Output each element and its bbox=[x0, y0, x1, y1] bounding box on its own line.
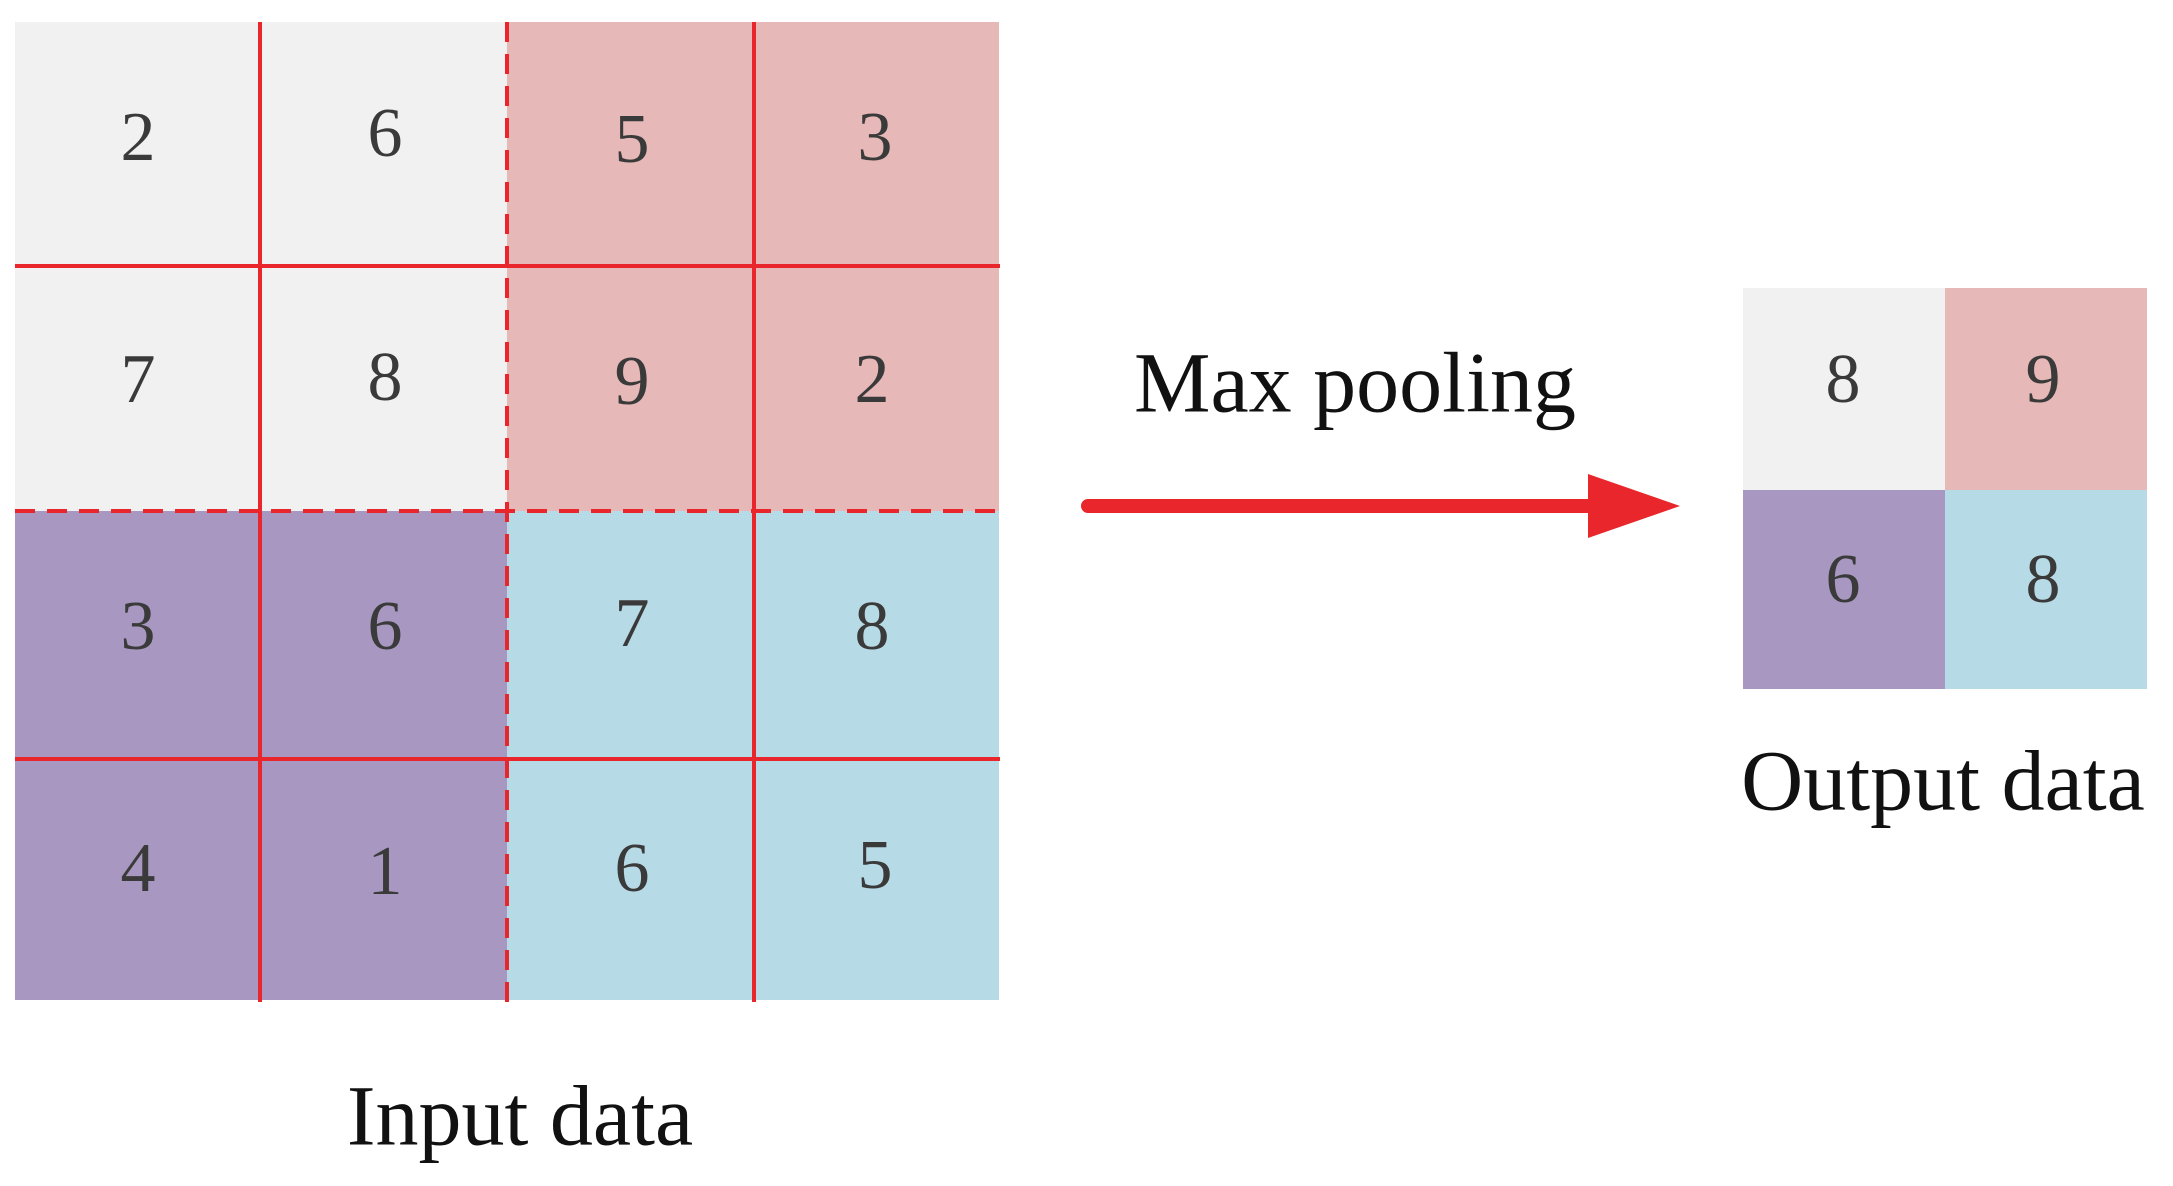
arrow-right-icon bbox=[1081, 474, 1680, 538]
input-cell: 5 bbox=[858, 827, 893, 904]
input-cell: 7 bbox=[121, 341, 156, 418]
output-cell-bottom-right bbox=[1945, 490, 2147, 689]
input-cell: 5 bbox=[615, 101, 650, 178]
output-cell: 6 bbox=[1826, 541, 1861, 618]
input-cell: 9 bbox=[615, 343, 650, 420]
input-cell: 2 bbox=[121, 99, 156, 176]
input-cell: 2 bbox=[855, 341, 890, 418]
input-cell: 8 bbox=[855, 588, 890, 665]
output-cell: 9 bbox=[2026, 341, 2061, 418]
output-cell-top-right bbox=[1945, 288, 2147, 490]
output-cell: 8 bbox=[1826, 341, 1861, 418]
operation-label: Max pooling bbox=[1134, 335, 1576, 431]
input-grid: 2 6 5 3 7 8 9 2 3 6 7 8 4 1 6 5 bbox=[15, 22, 1000, 1002]
output-grid: 8 9 6 8 bbox=[1743, 288, 2147, 689]
input-cell: 3 bbox=[858, 99, 893, 176]
output-cell-bottom-left bbox=[1743, 490, 1945, 689]
input-cell: 4 bbox=[121, 830, 156, 907]
input-cell: 6 bbox=[615, 830, 650, 907]
input-cell: 6 bbox=[368, 95, 403, 172]
input-cell: 7 bbox=[615, 585, 650, 662]
output-cell-top-left bbox=[1743, 288, 1945, 490]
input-cell: 8 bbox=[368, 339, 403, 416]
input-cell: 6 bbox=[368, 588, 403, 665]
output-caption: Output data bbox=[1741, 733, 2145, 829]
output-cell: 8 bbox=[2026, 541, 2061, 618]
input-cell: 1 bbox=[368, 833, 403, 910]
input-caption: Input data bbox=[347, 1068, 693, 1164]
input-cell: 3 bbox=[121, 588, 156, 665]
